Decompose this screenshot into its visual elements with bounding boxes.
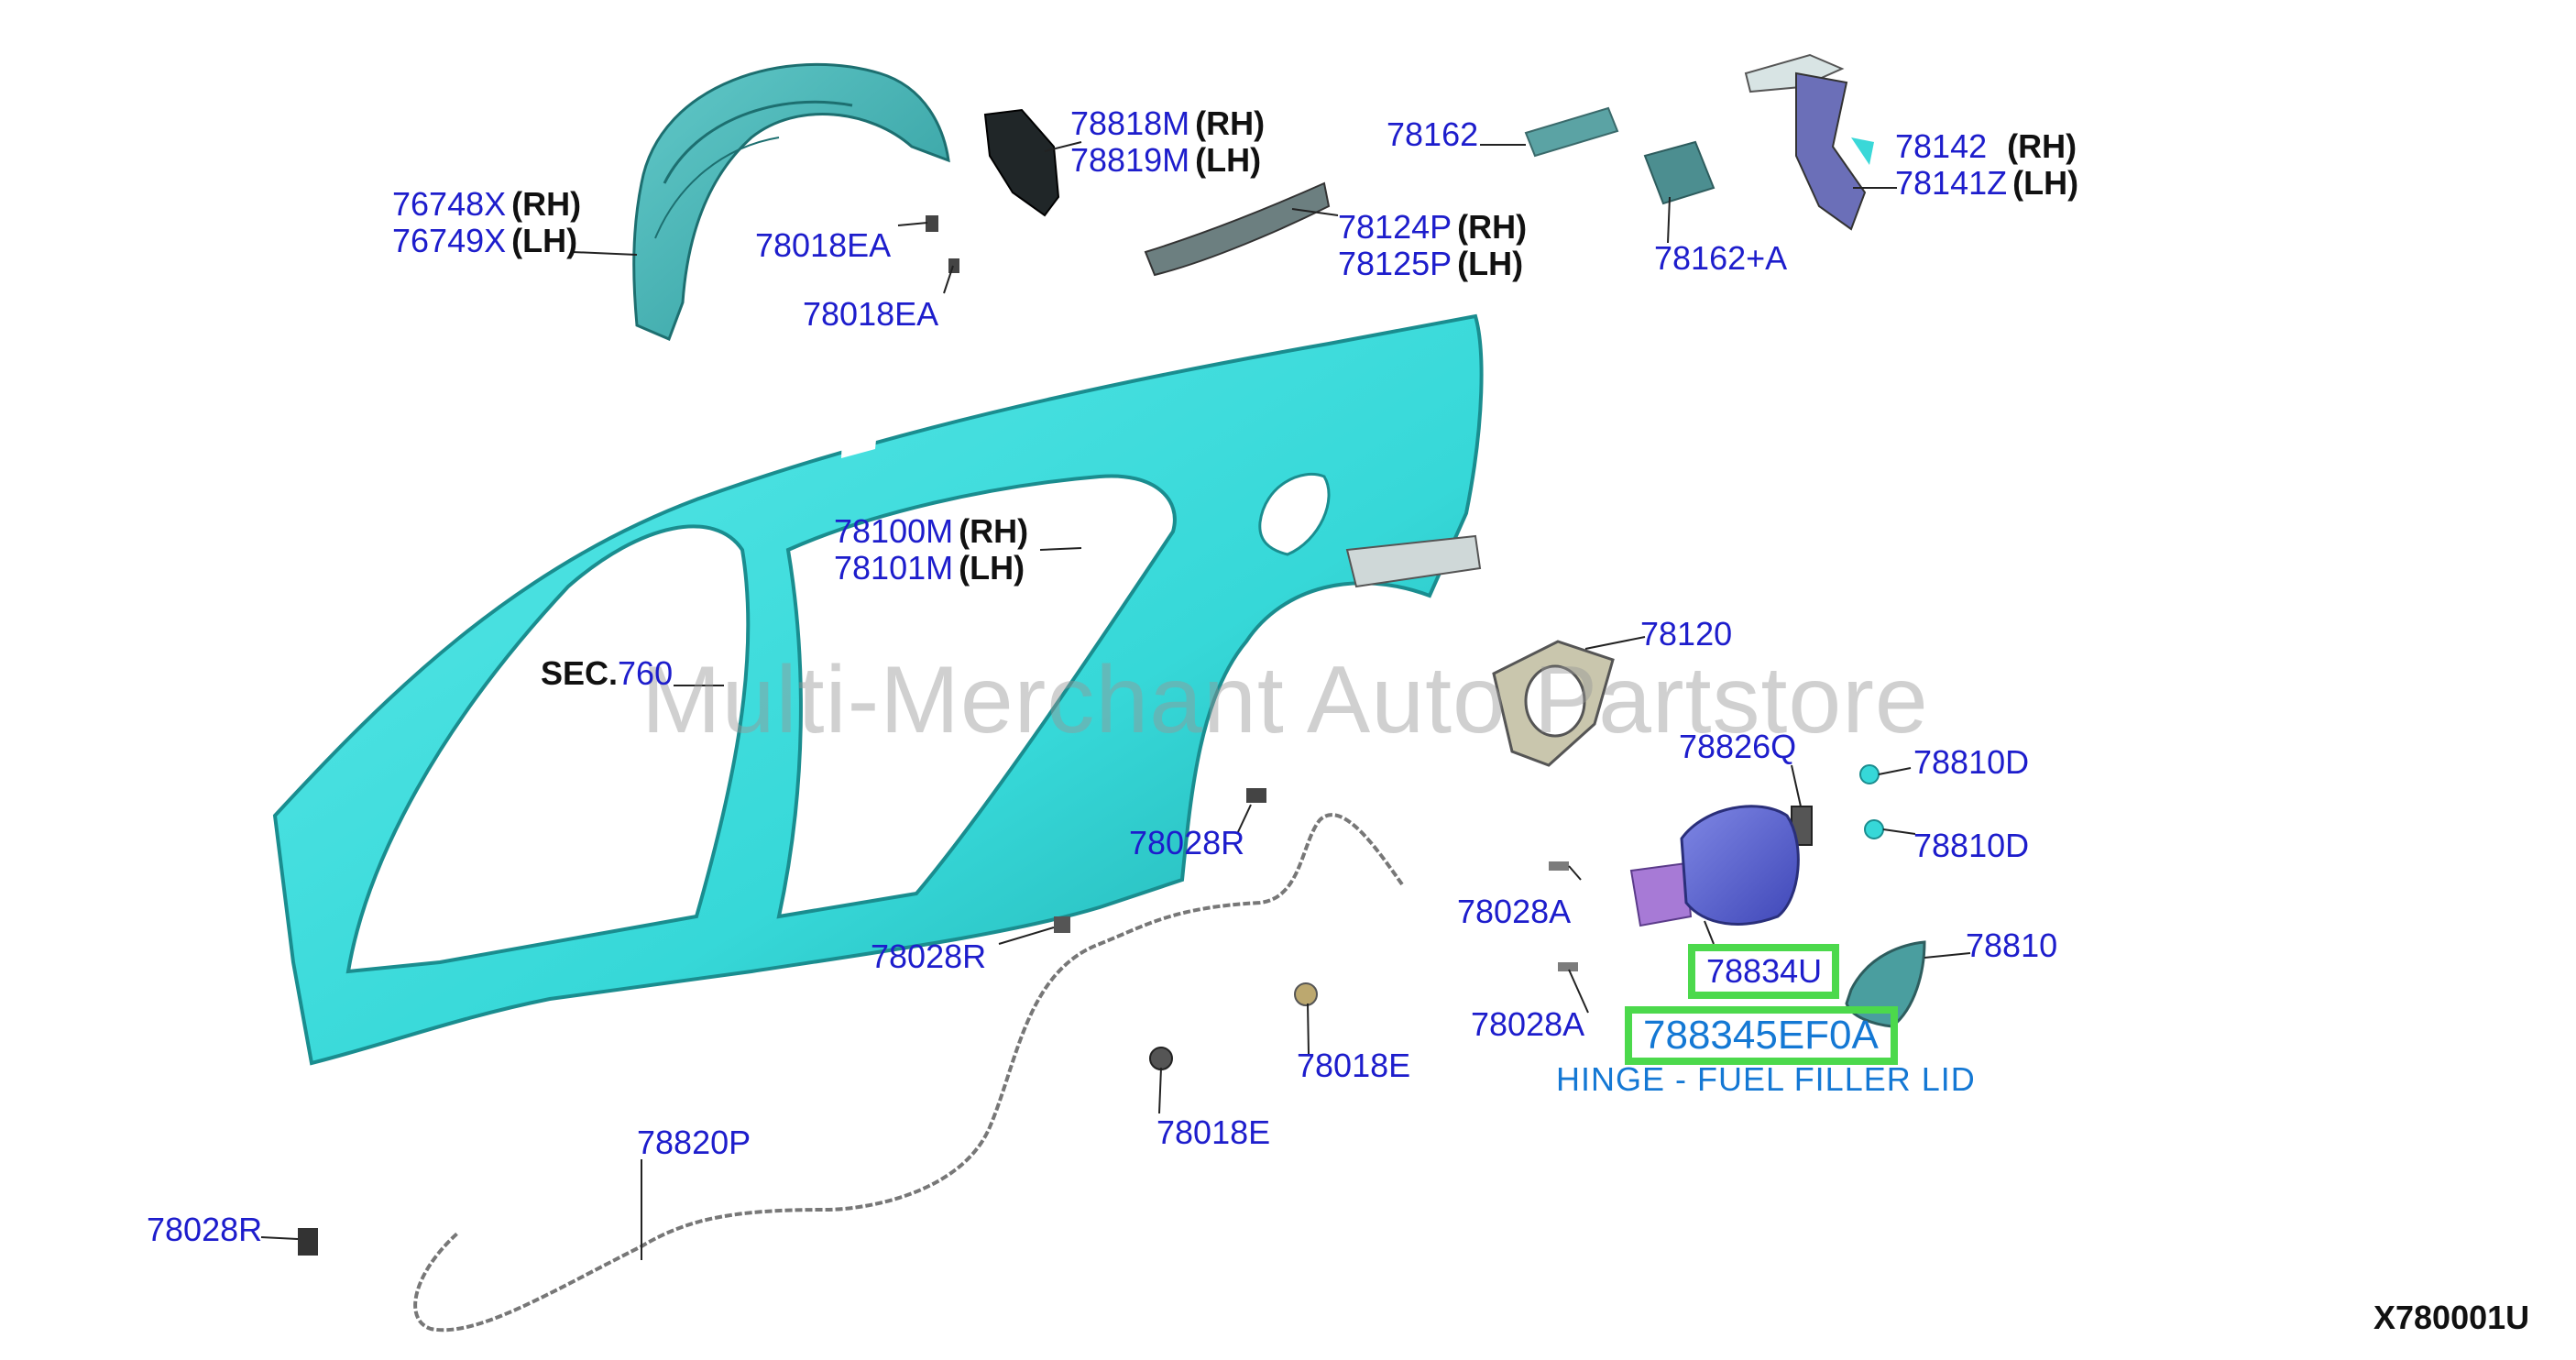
- part-label-78125p[interactable]: 78125P(LH): [1338, 246, 1523, 282]
- fuel-lid-assembly: [1629, 805, 1800, 927]
- part-label-78819m[interactable]: 78819M(LH): [1070, 142, 1261, 179]
- part-label-78028r-1[interactable]: 78028R: [1129, 824, 1245, 861]
- part-label-78124p[interactable]: 78124P(RH): [1338, 209, 1527, 246]
- part-label-78028r-3[interactable]: 78028R: [147, 1211, 263, 1248]
- part-label-78818m[interactable]: 78818M(RH): [1070, 105, 1265, 142]
- side-lh: (LH): [2012, 164, 2079, 202]
- part-label-78028a-2[interactable]: 78028A: [1471, 1005, 1585, 1043]
- part-label-78141z[interactable]: 78141Z(LH): [1895, 165, 2078, 202]
- section-reference[interactable]: SEC.760: [541, 655, 673, 692]
- part-label-76749x[interactable]: 76749X(LH): [392, 223, 577, 259]
- part-label-78018e-2[interactable]: 78018E: [1156, 1113, 1271, 1151]
- part-number: 78125P: [1338, 245, 1452, 282]
- side-rh: (RH): [1195, 104, 1266, 142]
- part-label-78162[interactable]: 78162: [1387, 115, 1479, 153]
- section-number: 760: [618, 654, 674, 692]
- part-number: 78101M: [834, 549, 954, 587]
- trim-78124p: [1144, 181, 1331, 277]
- part-number: 76748X: [392, 185, 507, 223]
- part-label-78810d-2[interactable]: 78810D: [1913, 827, 2030, 864]
- side-lh: (LH): [1195, 141, 1262, 179]
- part-label-76748x[interactable]: 76748X(RH): [392, 186, 581, 223]
- side-rh: (RH): [511, 185, 582, 223]
- bumper-78810d-1: [1859, 764, 1880, 784]
- part-label-78810d-1[interactable]: 78810D: [1913, 743, 2030, 781]
- side-lh: (LH): [511, 222, 578, 259]
- section-prefix: SEC.: [541, 654, 619, 692]
- cable-78820p: [413, 813, 1404, 1333]
- watermark: Multi-Merchant Auto Partstore: [641, 647, 1929, 753]
- part-label-78820p[interactable]: 78820P: [637, 1124, 751, 1161]
- hinge-description[interactable]: HINGE - FUEL FILLER LID: [1556, 1060, 1976, 1098]
- part-label-78120[interactable]: 78120: [1640, 615, 1733, 653]
- part-label-78028r-2[interactable]: 78028R: [871, 938, 987, 975]
- part-label-78018ea-2[interactable]: 78018EA: [803, 295, 939, 333]
- fuel-lid-78810: [1845, 940, 1926, 1028]
- hinge-part-number[interactable]: 788345EF0A: [1643, 1013, 1879, 1058]
- part-number: 76749X: [392, 222, 507, 259]
- pad-78162a: [1643, 140, 1716, 205]
- side-lh: (LH): [959, 549, 1025, 587]
- part-number: 78142: [1895, 127, 1988, 165]
- side-rh: (RH): [1457, 208, 1528, 246]
- screw-78028a-2: [1558, 962, 1578, 971]
- bumper-78810d-2: [1864, 819, 1884, 839]
- bracket-78818m: [983, 108, 1060, 217]
- clip-78028r-2: [1054, 916, 1070, 933]
- grommet-78018e-2: [1149, 1047, 1173, 1070]
- part-label-78810[interactable]: 78810: [1966, 927, 2058, 964]
- part-number: 78141Z: [1895, 164, 2008, 202]
- clip-78028r-3: [298, 1228, 318, 1256]
- part-label-78018ea-1[interactable]: 78018EA: [755, 226, 892, 264]
- clip-78028r-1: [1246, 788, 1266, 803]
- highlight-box-78834u: [1688, 944, 1839, 999]
- wheel-house-liner: [632, 62, 950, 341]
- side-rh: (RH): [2007, 127, 2077, 165]
- part-label-78018e-1[interactable]: 78018E: [1297, 1047, 1411, 1084]
- pad-78162: [1524, 106, 1619, 158]
- clip-78018ea: [926, 215, 959, 273]
- diagram-id: X780001U: [2373, 1299, 2530, 1336]
- part-label-78028a-1[interactable]: 78028A: [1457, 893, 1572, 930]
- part-label-78162a[interactable]: 78162+A: [1654, 239, 1788, 277]
- grommet-78018e-1: [1294, 982, 1318, 1006]
- leader-lines: [260, 141, 1971, 1260]
- part-number: 78100M: [834, 512, 954, 550]
- extension-78142: [1744, 53, 1874, 231]
- highlight-box-hinge: [1625, 1006, 1898, 1065]
- part-label-78101m[interactable]: 78101M(LH): [834, 550, 1025, 587]
- part-label-78142[interactable]: 78142 (RH): [1895, 128, 2077, 165]
- part-label-78826q[interactable]: 78826Q: [1679, 728, 1797, 765]
- part-number: 78819M: [1070, 141, 1190, 179]
- side-rh: (RH): [959, 512, 1029, 550]
- part-number: 78124P: [1338, 208, 1452, 246]
- screw-78028a-1: [1549, 861, 1569, 871]
- side-body-panel: [272, 313, 1484, 1066]
- side-lh: (LH): [1457, 245, 1524, 282]
- part-label-78834u[interactable]: 78834U: [1706, 952, 1823, 990]
- part-number: 78818M: [1070, 104, 1190, 142]
- part-label-78100m[interactable]: 78100M(RH): [834, 513, 1028, 550]
- fuel-filler-housing: [1492, 640, 1615, 767]
